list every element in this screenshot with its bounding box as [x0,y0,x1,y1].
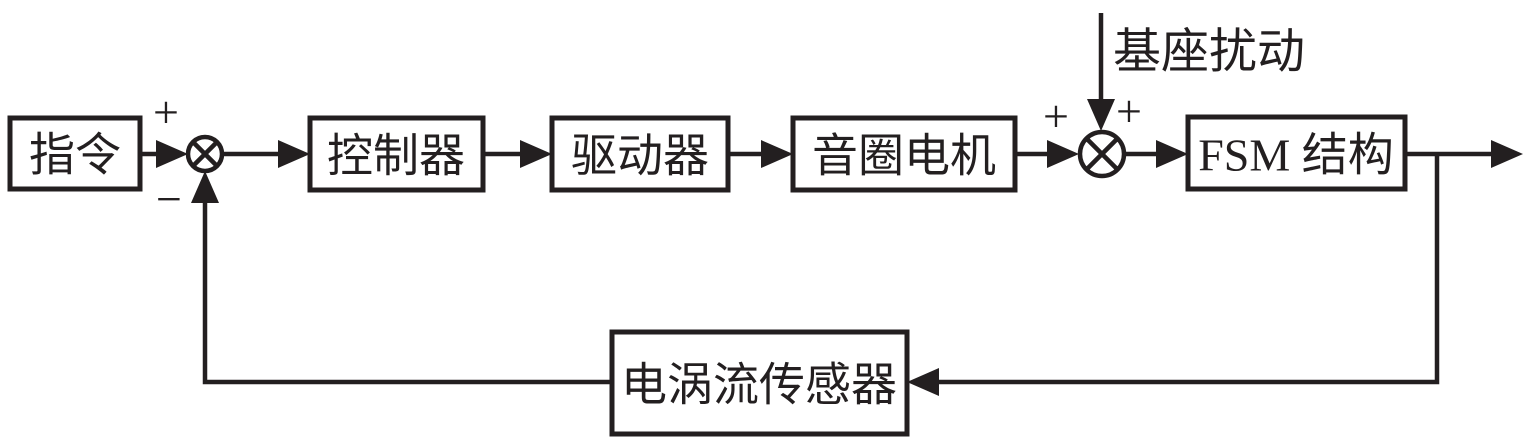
base-disturbance-label: 基座扰动 [1113,26,1305,79]
wire-motor-to-sum2 [1015,140,1079,168]
block-controller: 控制器 [307,115,486,193]
arrowhead-icon [156,140,188,168]
block-voice-coil-motor: 音圈电机 [790,115,1018,193]
wire-sum2-to-fsm [1125,140,1188,168]
arrowhead-icon [907,368,939,396]
wire-fsm-output [1405,140,1523,168]
block-voice-coil-motor-label: 音圈电机 [812,131,996,182]
arrowhead-icon [278,140,310,168]
summing-junction-2 [1077,129,1127,179]
wire-output-branch-to-sensor [907,154,1440,396]
summing-junction-1 [185,134,225,174]
block-command-label: 指令 [29,130,121,181]
wire-sum1-to-controller [222,140,310,168]
block-eddy-current-sensor-label: 电涡流传感器 [621,360,897,411]
sum1-plus-sign: + [153,87,179,138]
arrowhead-icon [1087,99,1115,131]
block-driver: 驱动器 [549,115,731,193]
wire-command-to-sum1 [140,140,188,168]
arrowhead-icon [1047,140,1079,168]
arrowhead-icon [1156,140,1188,168]
wire-driver-to-motor [728,140,793,168]
block-fsm-structure: FSM 结构 [1185,114,1408,192]
block-fsm-structure-label: FSM 结构 [1198,130,1394,181]
block-eddy-current-sensor: 电涡流传感器 [609,329,910,437]
block-command: 指令 [7,115,143,192]
wire-disturbance-to-sum2 [1087,13,1115,131]
sum1-minus-sign: − [156,174,182,225]
wire-controller-to-driver [483,140,552,168]
sum2-plus-sign-left: + [1043,91,1069,142]
arrowhead-icon [520,140,552,168]
block-controller-label: 控制器 [327,131,465,182]
arrowhead-icon [1491,140,1523,168]
wire-sensor-to-sum1 [191,171,612,385]
arrowhead-icon [761,140,793,168]
arrowhead-icon [191,171,219,203]
block-driver-label: 驱动器 [571,131,709,182]
sum2-plus-sign-right: + [1116,86,1142,137]
